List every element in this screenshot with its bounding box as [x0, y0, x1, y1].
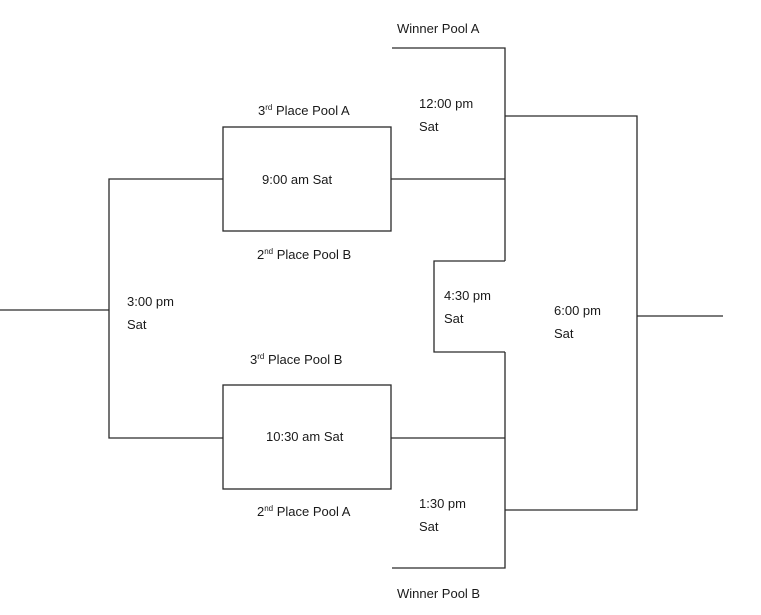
game-day-6pm: Sat — [554, 326, 574, 341]
game-time-3pm: 3:00 pm — [127, 294, 174, 309]
seed-second-place-pool-a: 2nd Place Pool A — [257, 504, 351, 519]
connector-130pm — [392, 352, 506, 569]
game-day-130pm: Sat — [419, 519, 439, 534]
connector-3pm — [108, 178, 223, 439]
game-label-430pm: 4:30 pm Sat — [444, 284, 491, 330]
game-label-1030am: 10:30 am Sat — [266, 429, 344, 444]
seed-second-place-pool-b: 2nd Place Pool B — [257, 247, 352, 262]
game-box-1030am — [222, 384, 392, 490]
game-label-6pm: 6:00 pm Sat — [554, 299, 601, 345]
game-time-12pm: 12:00 pm — [419, 96, 474, 111]
game-time-430pm: 4:30 pm — [444, 288, 491, 303]
seed-third-place-pool-a: 3rd Place Pool A — [258, 103, 350, 118]
game-time-6pm: 6:00 pm — [554, 303, 601, 318]
game-label-130pm: 1:30 pm Sat — [419, 492, 466, 538]
seed-winner-pool-b: Winner Pool B — [397, 586, 481, 601]
game-label-3pm: 3:00 pm Sat — [127, 290, 174, 336]
connector-6pm — [505, 115, 638, 511]
game-label-9am: 9:00 am Sat — [262, 172, 333, 187]
game-day-3pm: Sat — [127, 317, 147, 332]
seed-winner-pool-a: Winner Pool A — [397, 21, 480, 36]
connector-430pm — [433, 260, 505, 353]
connector-12pm — [392, 47, 506, 261]
game-time-130pm: 1:30 pm — [419, 496, 466, 511]
game-day-430pm: Sat — [444, 311, 464, 326]
game-day-12pm: Sat — [419, 119, 439, 134]
seed-third-place-pool-b: 3rd Place Pool B — [250, 352, 343, 367]
game-label-12pm: 12:00 pm Sat — [419, 92, 473, 138]
